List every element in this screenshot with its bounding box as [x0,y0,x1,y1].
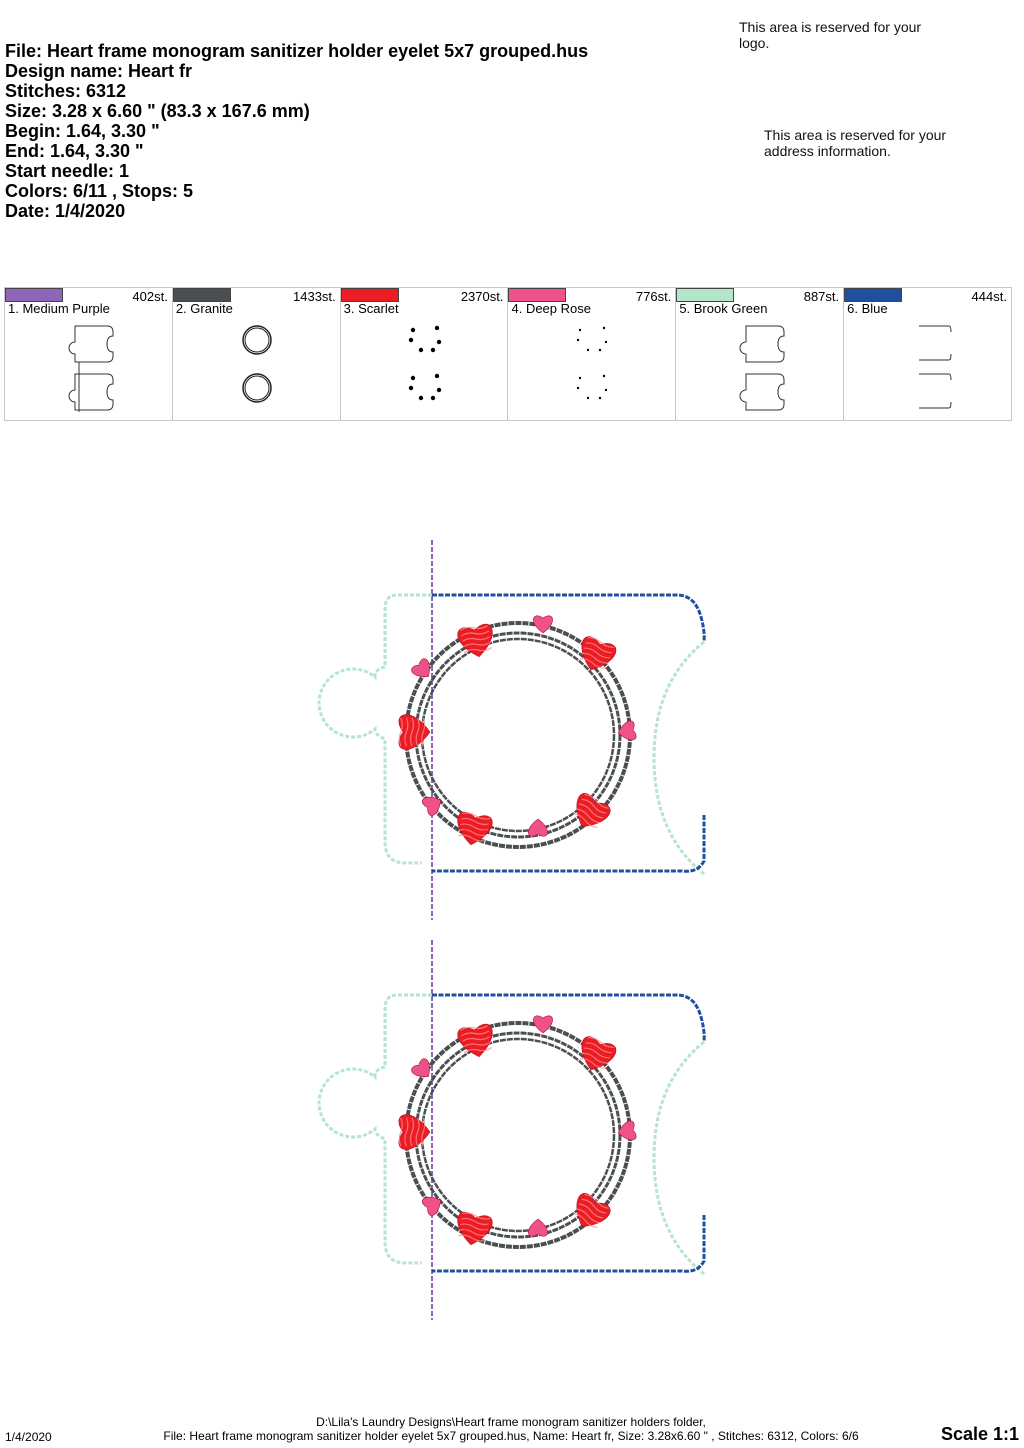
sanitizer-holder-top [317,540,706,920]
color-swatch [172,288,231,302]
color-name: 1. Medium Purple [8,301,110,316]
scarlet-heart [398,1114,431,1150]
scarlet-heart [457,623,493,658]
color-stitch-count: 776st. [635,289,672,304]
color-stitch-count: 887st. [803,289,840,304]
color-swatch [844,288,903,302]
color-swatch [5,288,63,302]
file-name: File: Heart frame monogram sanitizer hol… [5,41,589,61]
holder-outline-blue [432,593,706,873]
colors-stops: Colors: 6/11 , Stops: 5 [5,181,194,201]
color-stitch-thumbnail [68,325,114,412]
color-swatch [676,288,735,302]
end-point: End: 1.64, 3.30 " [5,141,144,161]
deep-rose-heart [422,796,441,816]
footer-folder-path: D:\Lila's Laundry Designs\Heart frame mo… [316,1415,706,1429]
address-placeholder: This area is reserved for your address i… [764,127,947,159]
footer-file-line: File: Heart frame monogram sanitizer hol… [163,1429,859,1443]
design-name: Design name: Heart fr [5,61,193,81]
holder-notch-outline [652,640,705,876]
color-stitch-count: 402st. [132,289,168,304]
color-name: 3. Scarlet [343,301,399,316]
holder-notch-outline [652,1040,705,1276]
color-stitch-thumbnail [408,325,441,401]
design-info: File: Heart frame monogram sanitizer hol… [5,41,588,221]
begin-point: Begin: 1.64, 3.30 " [5,121,160,141]
thread-color-cell: 402st. 1. Medium Purple [5,288,173,420]
deep-rose-heart [617,720,637,741]
deep-rose-heart [528,818,548,837]
logo-placeholder: This area is reserved for your logo. [739,19,922,51]
color-name: 6. Blue [847,301,888,316]
thread-color-cell: 776st. 4. Deep Rose [508,288,677,420]
color-stitch-thumbnail [242,325,272,403]
deep-rose-heart [617,1120,637,1141]
color-name: 2. Granite [175,301,233,316]
color-name: 5. Brook Green [679,301,768,316]
deep-rose-heart [411,1058,430,1077]
holder-outline-left [317,993,432,1265]
color-stitch-count: 1433st. [293,289,336,304]
design-date: Date: 1/4/2020 [5,201,126,221]
color-stitch-thumbnail [739,325,785,411]
holder-outline-blue [432,993,706,1273]
holder-outline-left [317,593,432,865]
color-swatch [508,288,567,302]
scarlet-heart [398,714,431,750]
deep-rose-heart [411,658,430,677]
embroidery-preview [317,540,706,1320]
color-stitch-count: 444st. [971,289,1007,304]
deep-rose-heart [422,1196,441,1216]
color-name: 4. Deep Rose [511,301,591,316]
deep-rose-heart [528,1218,548,1237]
thread-color-cell: 2370st. 3. Scarlet [340,288,509,420]
deep-rose-heart [533,615,553,634]
color-stitch-thumbnail [577,326,608,400]
color-stitch-thumbnail [919,325,952,409]
stitch-count: Stitches: 6312 [5,81,127,101]
start-needle: Start needle: 1 [5,161,130,181]
thread-color-cell: 887st. 5. Brook Green [676,288,845,420]
scarlet-heart [457,1023,493,1058]
thread-color-cell: 444st. 6. Blue [844,288,1011,420]
deep-rose-heart [533,1015,553,1034]
footer-date: 1/4/2020 [5,1430,52,1444]
thread-color-table: 402st. 1. Medium Purple 1433st. 2. Granite 2… [4,287,1012,421]
sanitizer-holder-bottom [317,940,706,1320]
thread-color-cell: 1433st. 2. Granite [172,288,341,420]
scarlet-heart [457,1211,493,1246]
scale-label: Scale 1:1 [940,1424,1019,1444]
design-size: Size: 3.28 x 6.60 " (83.3 x 167.6 mm) [5,101,310,121]
color-swatch [340,288,399,302]
scarlet-heart [457,811,493,846]
color-stitch-count: 2370st. [460,289,504,304]
